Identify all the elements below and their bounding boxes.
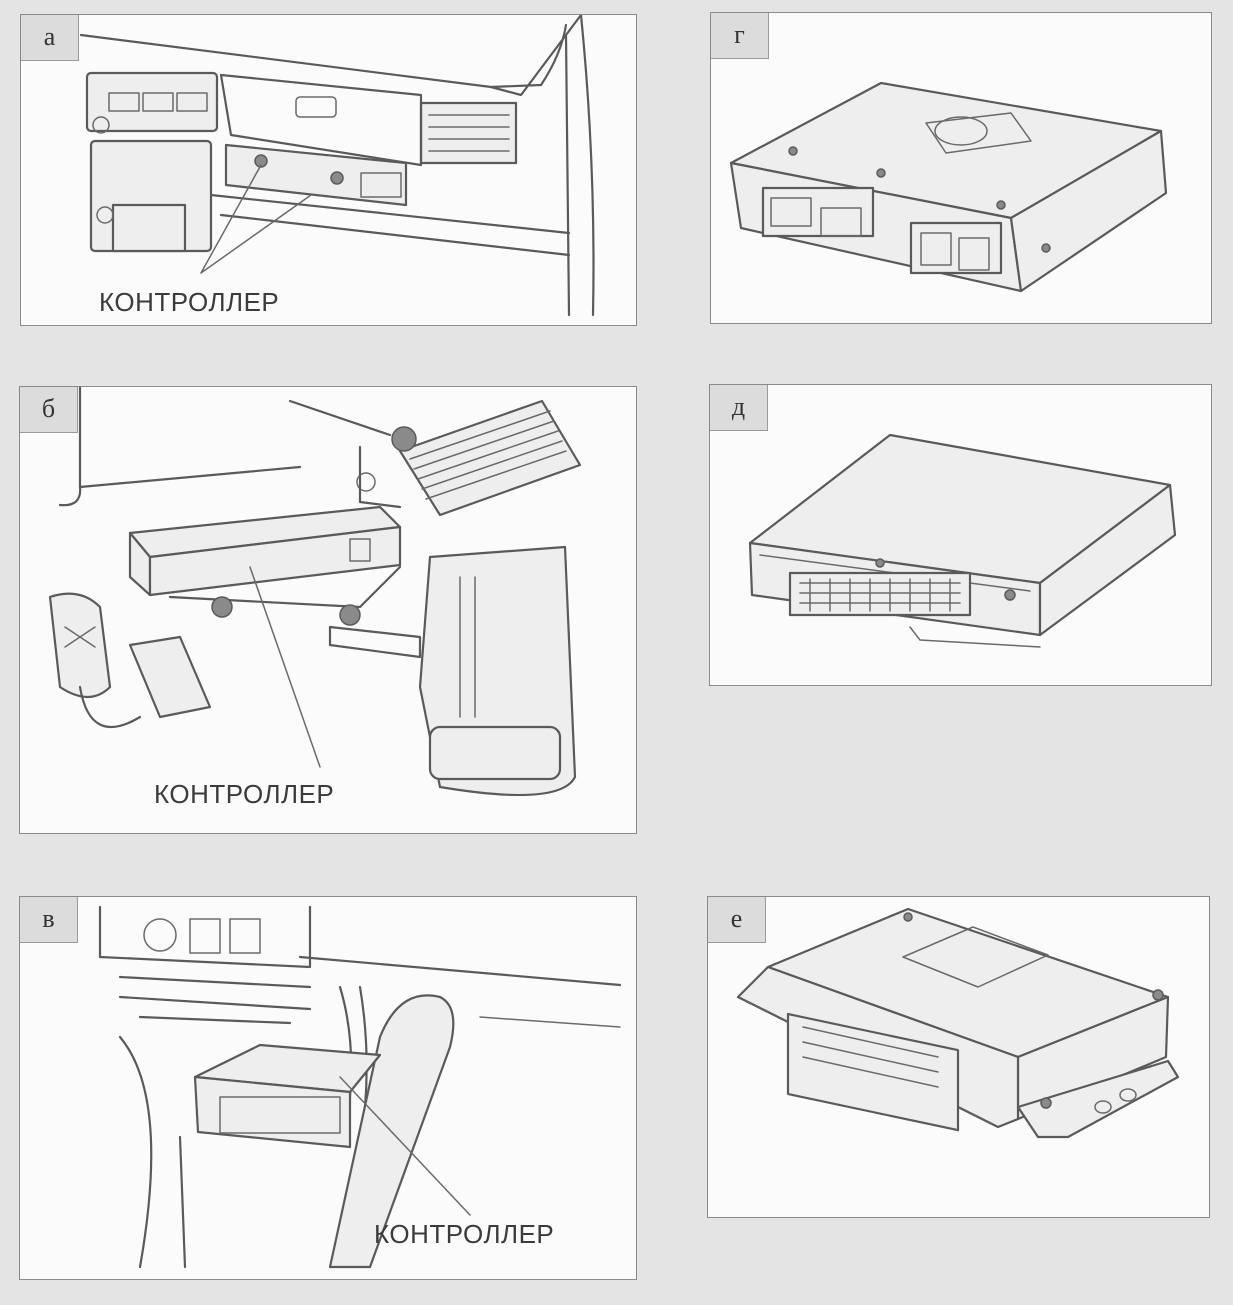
- panel-label: г: [711, 13, 769, 59]
- panel-label: д: [710, 385, 768, 431]
- panel-label: в: [20, 897, 78, 943]
- panel-a: а КОНТРОЛЛЕР: [20, 14, 637, 326]
- dashboard-illustration-a: [79, 15, 595, 317]
- panel-label: б: [20, 387, 78, 433]
- controller-unit-illustration-e: [736, 907, 1180, 1139]
- panel-g: г: [710, 12, 1212, 324]
- panel-b: б КОНТРОЛЛЕР: [19, 386, 637, 834]
- panel-e: е: [707, 896, 1210, 1218]
- under-dash-illustration-b: [48, 387, 582, 797]
- controller-unit-illustration-g: [729, 81, 1168, 293]
- panel-label: е: [708, 897, 766, 943]
- console-illustration-v: [98, 905, 622, 1269]
- panel-d: д: [709, 384, 1212, 686]
- controller-unit-illustration-d: [748, 433, 1177, 648]
- controller-caption: КОНТРОЛЛЕР: [154, 779, 335, 809]
- controller-caption: КОНТРОЛЛЕР: [374, 1219, 555, 1249]
- panel-label: а: [21, 15, 79, 61]
- controller-caption: КОНТРОЛЛЕР: [99, 287, 280, 317]
- panel-v: в КОНТРОЛЛЕР: [19, 896, 637, 1280]
